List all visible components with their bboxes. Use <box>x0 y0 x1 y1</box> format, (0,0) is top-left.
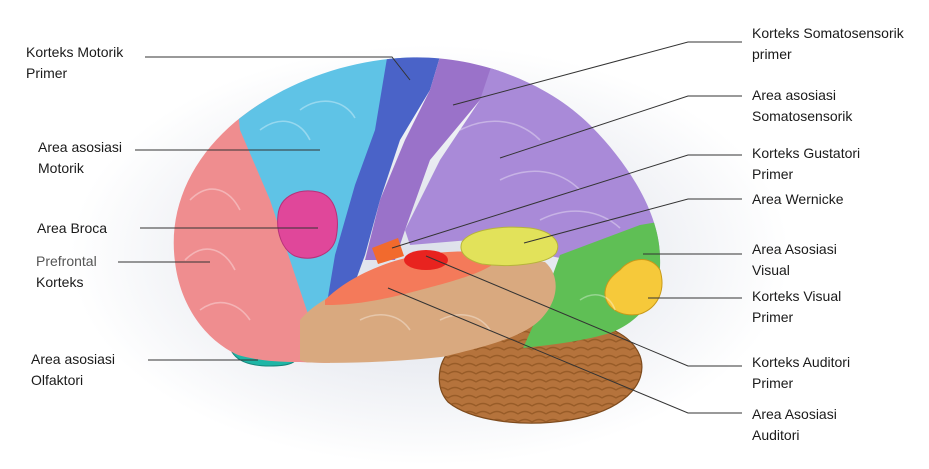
label-line: Area Asosiasi <box>752 241 837 257</box>
label-line: Korteks Motorik <box>26 44 124 60</box>
label-line: primer <box>752 46 792 62</box>
label-line: Area asosiasi <box>752 87 837 103</box>
label-area-asosiasi-motorik: Area asosiasi Motorik <box>38 137 122 179</box>
label-line: Prefrontal <box>36 253 97 269</box>
label-line: Somatosensorik <box>752 108 853 124</box>
label-area-asosiasi-visual: Area Asosiasi Visual <box>752 239 837 281</box>
label-area-asosiasi-auditori: Area Asosiasi Auditori <box>752 404 837 446</box>
label-line: Area Wernicke <box>752 191 844 207</box>
primary-somatosensory-region <box>365 57 520 260</box>
label-line: Area Broca <box>37 220 108 236</box>
premotor-region <box>230 57 420 320</box>
leader-lines <box>118 41 742 414</box>
primary-auditory-area <box>404 250 448 270</box>
label-area-broca: Area Broca <box>37 218 107 239</box>
label-korteks-auditori-primer: Korteks Auditori Primer <box>752 352 850 394</box>
label-line: Area asosiasi <box>31 351 116 367</box>
label-line: Auditori <box>752 427 800 443</box>
label-line: Area Asosiasi <box>752 406 837 422</box>
primary-motor-region <box>325 57 445 315</box>
label-line: Korteks <box>36 274 84 290</box>
primary-visual-area <box>604 259 663 316</box>
label-line: Primer <box>752 166 794 182</box>
label-line: Primer <box>26 65 68 81</box>
broca-area <box>277 190 338 259</box>
label-line: Korteks Auditori <box>752 354 851 370</box>
label-korteks-motorik-primer: Korteks Motorik Primer <box>26 42 123 84</box>
label-prefrontal-korteks: Prefrontal Korteks <box>36 251 97 293</box>
label-line: Area asosiasi <box>38 139 123 155</box>
label-korteks-visual-primer: Korteks Visual Primer <box>752 286 841 328</box>
label-korteks-somatosensorik-primer: Korteks Somatosensorik primer <box>752 23 904 65</box>
label-line: Korteks Somatosensorik <box>752 25 904 41</box>
label-area-wernicke: Area Wernicke <box>752 189 844 210</box>
auditory-association-region <box>325 251 500 305</box>
label-line: Korteks Gustatori <box>752 145 861 161</box>
wernicke-area <box>460 226 559 266</box>
label-line: Visual <box>752 262 790 278</box>
gustatory-area <box>372 238 404 264</box>
label-area-asosiasi-olfaktori: Area asosiasi Olfaktori <box>31 349 115 391</box>
label-line: Korteks Visual <box>752 288 842 304</box>
label-line: Motorik <box>38 160 84 176</box>
gyri-texture <box>184 100 621 331</box>
label-line: Primer <box>752 375 794 391</box>
label-line: Primer <box>752 309 794 325</box>
label-area-asosiasi-somatosensorik: Area asosiasi Somatosensorik <box>752 85 852 127</box>
label-line: Olfaktori <box>31 372 84 388</box>
label-korteks-gustatori-primer: Korteks Gustatori Primer <box>752 143 860 185</box>
